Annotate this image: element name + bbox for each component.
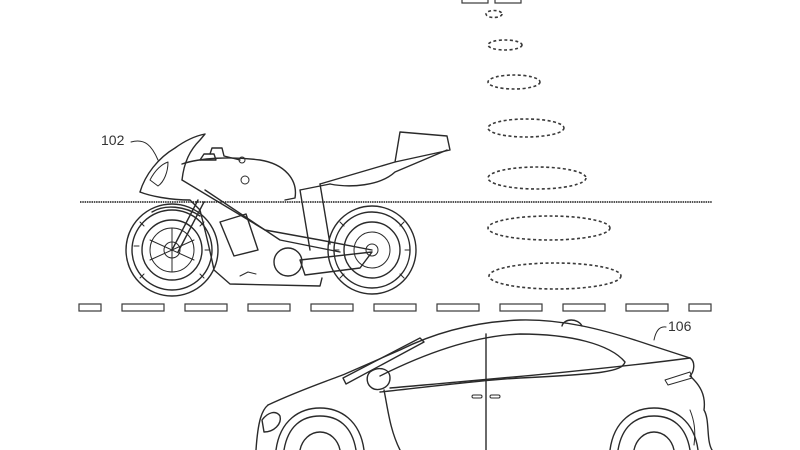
signal-ellipses	[485, 9, 622, 290]
lane-markers	[78, 303, 712, 312]
motorcycle-drawing	[125, 131, 451, 297]
reference-label-car: 106	[668, 318, 692, 334]
car-drawing	[255, 319, 713, 450]
top-lane-markers	[461, 0, 522, 4]
reference-label-motorcycle: 102	[101, 132, 125, 148]
